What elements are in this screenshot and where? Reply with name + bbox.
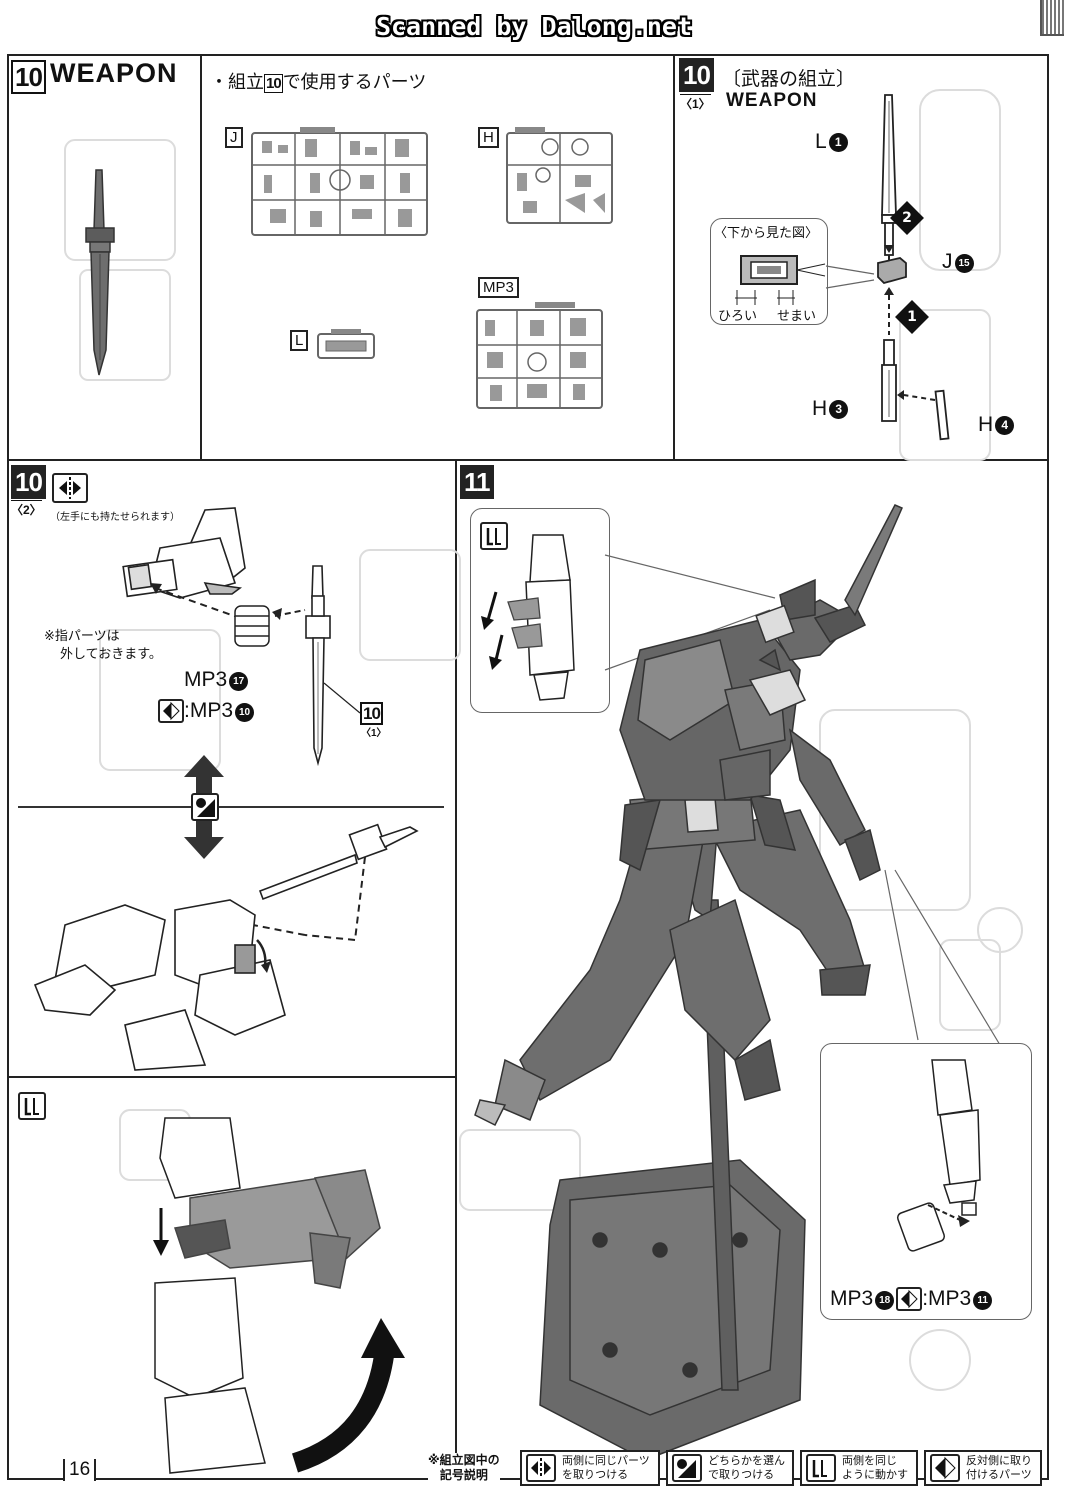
step-number: 10 — [11, 60, 46, 94]
both-sides-icon — [52, 473, 88, 503]
finger-note: ※指パーツは外しておきます。 — [44, 629, 162, 662]
right-rule — [1047, 54, 1049, 1479]
move-both-icon-2 — [480, 522, 508, 550]
runner-l-label: L — [290, 330, 309, 351]
arm-detail-diagram — [481, 534, 575, 701]
bottom-view-label: 〈下から見た図〉 — [714, 226, 819, 241]
runner-l-diagram — [317, 329, 375, 359]
row1-rule — [7, 459, 1049, 461]
weapon-assembly-diagram — [877, 94, 950, 441]
page-frame — [7, 54, 1049, 1479]
narrow-label: せまい — [777, 309, 817, 324]
opposite-side-icon-legend — [930, 1454, 960, 1482]
parts-used-step: 10 — [264, 74, 283, 93]
wide-label: ひろい — [718, 309, 758, 324]
step-sub-10-2: 〈2〉 — [11, 500, 42, 518]
row2-rule — [7, 1076, 457, 1078]
choose-one-icon — [191, 793, 219, 821]
step-number-11: 11 — [460, 465, 494, 499]
hand-grip-diagram — [122, 507, 361, 767]
runner-h-diagram — [506, 127, 613, 224]
leg-knee-diagram — [153, 1117, 405, 1474]
step-title: WEAPON — [50, 58, 178, 88]
runner-mp3-label: MP3 — [478, 277, 519, 298]
legend-both-sides: 両側に同じパーツを取りつける — [520, 1450, 660, 1486]
bottom-view-diagram — [735, 255, 826, 305]
hand-detail-diagram — [896, 1059, 981, 1252]
top-rule — [7, 54, 1049, 56]
step-sub-10-1: 〈1〉 — [680, 94, 711, 112]
legend-move-both: 両側を同じように動かす — [800, 1450, 918, 1486]
runner-h-label: H — [478, 127, 499, 148]
col-rule-a — [200, 54, 202, 459]
arrow-step-1-label: 1 — [907, 309, 917, 325]
col-rule-b — [673, 54, 675, 459]
corner-marker — [1040, 0, 1064, 36]
runner-mp3-diagram — [476, 302, 603, 409]
move-both-icon-legend — [806, 1454, 836, 1482]
model-figure — [474, 504, 903, 1461]
step-number-10-2: 10 — [11, 465, 46, 499]
left-hand-note: （左手にも持たせられます） — [50, 512, 180, 523]
scan-credit: Scanned by Dalong.net — [375, 12, 693, 41]
opposite-side-icon-2 — [896, 1287, 923, 1311]
choose-one-icon-legend — [672, 1454, 702, 1482]
arrow-step-2-label: 2 — [902, 210, 912, 226]
ref-sub-10-1: 〈1〉 — [361, 728, 387, 739]
legend-choose-one: どちらかを選んで取りつける — [666, 1450, 794, 1486]
assembly-title: 〔武器の組立〕 — [722, 68, 856, 90]
assembly-subtitle: WEAPON — [726, 90, 818, 111]
ref-step-10-1: 10 — [360, 702, 383, 725]
hand-detail-callout — [820, 1043, 1032, 1320]
sword-preview — [85, 169, 115, 376]
option-divider — [18, 806, 444, 808]
col-rule-c — [455, 459, 457, 1479]
opposite-side-icon — [158, 699, 184, 723]
both-sides-icon-legend — [526, 1454, 556, 1482]
step-number-10-1: 10 — [679, 58, 714, 92]
move-both-icon — [18, 1092, 46, 1120]
legend-title: ※組立図中の記号説明 — [428, 1453, 500, 1483]
legend-opposite-side: 反対側に取り付けるパーツ — [924, 1450, 1042, 1486]
page-number: 16 — [63, 1459, 97, 1481]
back-mount-diagram — [33, 823, 419, 1071]
runner-j-diagram — [251, 127, 428, 236]
callout-pointer — [825, 265, 875, 289]
runner-j-label: J — [225, 127, 243, 148]
